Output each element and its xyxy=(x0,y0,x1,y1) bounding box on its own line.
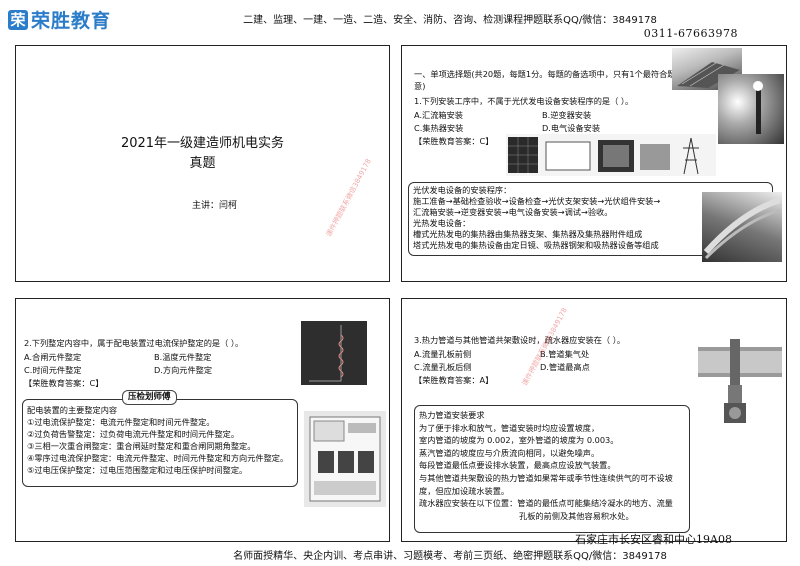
question-text: 2.下列整定内容中，属于配电装置过电流保护整定的是（ ）。 xyxy=(24,338,244,348)
bottom-banner: 名师面授精华、央企内训、考点串讲、习题模考、考前三页纸、绝密押题联系QQ/微信：… xyxy=(233,551,667,562)
explanation-line: 槽式光热发电的集热器由集热器支架、集热器及集热器附件组成 xyxy=(413,229,643,239)
option-d: D.管道最高点 xyxy=(540,362,590,372)
slide-title-line2: 真题 xyxy=(189,156,216,171)
answer-label: 【荣胜教育答案：A】 xyxy=(414,375,494,385)
answer-label: 【荣胜教育答案：C】 xyxy=(24,378,104,388)
option-b: B.逆变器安装 xyxy=(542,110,592,120)
explanation-line: ④零序过电流保护整定：电流元件整定、时间元件整定和方向元件整定。 xyxy=(27,453,289,463)
option-b: B.管道集气处 xyxy=(540,349,590,359)
explanation-line: ②过负荷告警整定：过负荷电流元件整定和时间元件整定。 xyxy=(27,429,240,439)
explanation-text: 热力管道安装要求 为了便于排水和放气，管道安装时均应设置坡度， 室内管道的坡度为… xyxy=(419,409,673,522)
explanation-line: 塔式光热发电的集热设备由定日镜、吸热器钢架和吸热器设备等组成 xyxy=(413,240,659,250)
section-intro: 一、单项选择题(共20题，每题1分。每题的备选项中，只有1个最符合题意) xyxy=(414,69,676,91)
top-banner: 二建、监理、一建、一造、二造、安全、消防、咨询、检测课程押题联系QQ/微信：38… xyxy=(243,15,657,26)
explanation-line: ⑤过电压保护整定：过电压范围整定和过电压保护时间整定。 xyxy=(27,465,248,475)
slide-question-3: 3.热力管道与其他管道共架敷设时，疏水器应安装在（ ）。 A.流量孔板前侧 B.… xyxy=(401,298,787,542)
explanation-line: 与其他管道共架敷设的热力管道如果常年或季节性连续供气的可不设坡 xyxy=(419,472,673,483)
option-c: C.流量孔板后侧 xyxy=(414,362,472,372)
option-d: D.方向元件整定 xyxy=(154,365,213,375)
explanation-text: 配电装置的主要整定内容 ①过电流保护整定：电流元件整定和时间元件整定。 ②过负荷… xyxy=(27,404,288,476)
explanation-box: 配电装置的主要整定内容 ①过电流保护整定：电流元件整定和时间元件整定。 ②过负荷… xyxy=(22,399,298,487)
pipe-orifice-image xyxy=(698,323,782,435)
explanation-line: ③三相一次重合闸整定：重合闸延时整定和重合闸同期角整定。 xyxy=(27,441,256,451)
equipment-image-strip xyxy=(506,134,716,176)
explanation-line: 热力管道安装要求 xyxy=(419,410,485,420)
explanation-line: 光伏发电设备的安装程序： xyxy=(413,185,512,195)
option-a: A.汇流箱安装 xyxy=(414,110,463,120)
option-a: A.流量孔板前侧 xyxy=(414,349,472,359)
explanation-text: 光伏发电设备的安装程序： 施工准备→基础检查验收→设备检查→光伏支架安装→光伏组… xyxy=(413,185,660,251)
slide-title-line1: 2021年一级建造师机电实务 xyxy=(120,136,285,151)
solar-tower-image xyxy=(718,74,784,144)
explanation-box: 热力管道安装要求 为了便于排水和放气，管道安装时均应设置坡度， 室内管道的坡度为… xyxy=(414,405,690,533)
slide-title: 2021年一级建造师机电实务 真题 主讲：闫柯 课件押题联系微信3849178 xyxy=(15,45,390,282)
watermark-text: 课件押题联系微信3849178 xyxy=(520,306,569,388)
slide-question-2: 2.下列整定内容中，属于配电装置过电流保护整定的是（ ）。 A.合闸元件整定 B… xyxy=(15,298,390,542)
logo-mark: 荣 xyxy=(8,9,28,30)
option-a: A.合闸元件整定 xyxy=(24,352,82,362)
explanation-line: 疏水器应安装在以下位置：管道的最低点可能集结冷凝水的地方、流量 xyxy=(419,498,673,509)
lecturer-tag: 压检划师傅 xyxy=(122,390,177,405)
logo-text: 荣胜教育 xyxy=(31,10,112,32)
answer-label: 【荣胜教育答案：C】 xyxy=(414,136,494,146)
parabolic-trough-image xyxy=(702,192,782,262)
waveform-image xyxy=(301,321,367,385)
explanation-line: 蒸汽管道的坡度应与介质流向相同，以避免噪声。 xyxy=(419,447,600,458)
explanation-line: 为了便于排水和放气，管道安装时均应设置坡度， xyxy=(419,422,600,433)
explanation-line: 每段管道最低点要设排水装置，最高点应设放气装置。 xyxy=(419,460,616,471)
slide-question-1: 一、单项选择题(共20题，每题1分。每题的备选项中，只有1个最符合题意) 1.下… xyxy=(401,45,787,282)
explanation-line: 室内管道的坡度为 0.002，室外管道的坡度为 0.003。 xyxy=(419,435,619,446)
question-text: 1.下列安装工序中，不属于光伏发电设备安装程序的是（ ）。 xyxy=(414,96,634,106)
lecturer-label: 主讲：闫柯 xyxy=(192,201,238,211)
option-c: C.集热器安装 xyxy=(414,123,464,133)
option-c: C.时间元件整定 xyxy=(24,365,82,375)
explanation-line: 孔板的前侧及其他容易积水处。 xyxy=(519,510,634,521)
option-d: D.电气设备安装 xyxy=(542,123,601,133)
contact-phone: 0311-67663978 xyxy=(643,27,738,40)
explanation-line: 汇流箱安装→逆变器安装→电气设备安装→调试→验收。 xyxy=(413,207,613,217)
location-text: 石家庄市长安区睿和中心19A08 xyxy=(575,533,732,546)
breaker-image xyxy=(304,411,386,507)
brand-logo: 荣 荣胜教育 xyxy=(8,6,111,33)
question-text: 3.热力管道与其他管道共架敷设时，疏水器应安装在（ ）。 xyxy=(414,335,626,345)
explanation-line: 配电装置的主要整定内容 xyxy=(27,405,118,415)
explanation-line: ①过电流保护整定：电流元件整定和时间元件整定。 xyxy=(27,417,215,427)
explanation-line: 度，但应加设疏水装置。 xyxy=(419,485,510,496)
explanation-line: 光热发电设备： xyxy=(413,218,471,228)
explanation-line: 施工准备→基础检查验收→设备检查→光伏支架安装→光伏组件安装→ xyxy=(413,196,661,206)
option-b: B.温度元件整定 xyxy=(154,352,212,362)
